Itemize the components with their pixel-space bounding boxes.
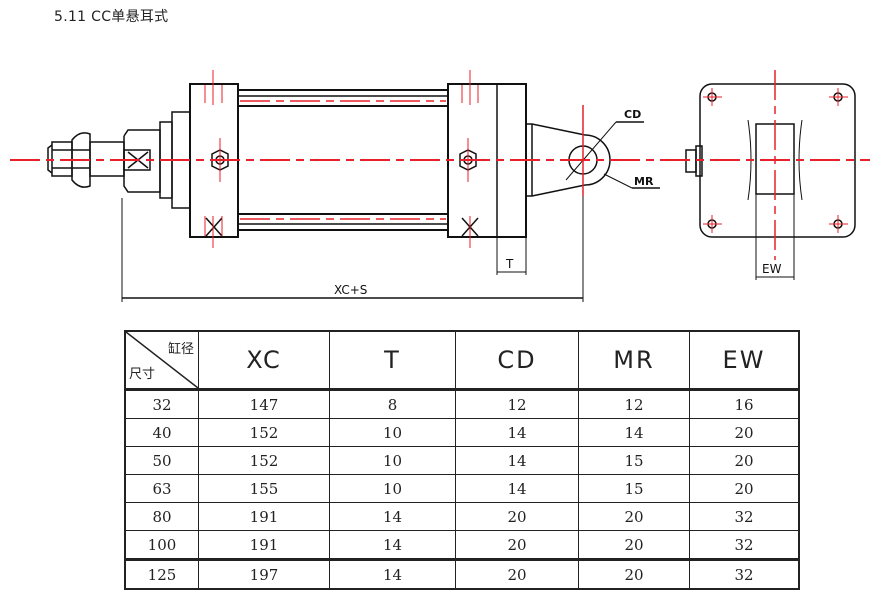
mr-label: MR — [634, 175, 654, 188]
cd-cell: 20 — [455, 530, 579, 560]
mr-cell: 20 — [578, 558, 690, 590]
xc-cell: 197 — [198, 558, 330, 590]
mr-cell: 15 — [578, 446, 690, 475]
ew-cell: 32 — [689, 502, 800, 531]
table-row: 100 191 14 20 20 32 — [124, 530, 800, 560]
cd-cell: 14 — [455, 446, 579, 475]
cd-cell: 14 — [455, 418, 579, 447]
corner-cell: 缸径 尺寸 — [124, 330, 199, 391]
t-cell: 14 — [329, 502, 456, 531]
ew-cell: 20 — [689, 446, 800, 475]
t-cell: 14 — [329, 530, 456, 560]
cd-cell: 20 — [455, 558, 579, 590]
table-row: 63 155 10 14 15 20 — [124, 474, 800, 503]
ew-cell: 16 — [689, 389, 800, 419]
bore-cell: 100 — [124, 530, 199, 560]
t-cell: 10 — [329, 418, 456, 447]
mr-cell: 15 — [578, 474, 690, 503]
table-header-row: 缸径 尺寸 XC T CD MR EW — [124, 330, 800, 391]
bore-cell: 50 — [124, 446, 199, 475]
ew-cell: 32 — [689, 558, 800, 590]
header-mr: MR — [578, 330, 690, 391]
corner-bore-label: 缸径 — [167, 342, 194, 357]
table-row: 50 152 10 14 15 20 — [124, 446, 800, 475]
xc-cell: 191 — [198, 530, 330, 560]
hex-nut — [71, 132, 91, 188]
xc-cell: 147 — [198, 389, 330, 419]
bore-cell: 63 — [124, 474, 199, 503]
table-row: 125 197 14 20 20 32 — [124, 558, 800, 590]
bore-cell: 125 — [124, 558, 199, 590]
corner-size-label: 尺寸 — [129, 367, 156, 382]
xc-cell: 152 — [198, 446, 330, 475]
dimension-table: 缸径 尺寸 XC T CD MR EW 32 147 8 12 12 16 40… — [124, 330, 800, 590]
cd-label: CD — [624, 108, 641, 121]
cd-cell: 20 — [455, 502, 579, 531]
xc-cell: 155 — [198, 474, 330, 503]
ew-label: EW — [762, 262, 782, 276]
xc-cell: 152 — [198, 418, 330, 447]
t-cell: 14 — [329, 558, 456, 590]
xc-cell: 191 — [198, 502, 330, 531]
t-cell: 10 — [329, 474, 456, 503]
xc-s-label: XC+S — [334, 283, 367, 297]
ew-cell: 20 — [689, 474, 800, 503]
table-row: 80 191 14 20 20 32 — [124, 502, 800, 531]
header-ew: EW — [689, 330, 800, 391]
mr-cell: 20 — [578, 502, 690, 531]
bore-cell: 40 — [124, 418, 199, 447]
t-label: T — [505, 257, 514, 271]
ew-cell: 20 — [689, 418, 800, 447]
tube — [238, 89, 448, 231]
cd-cell: 12 — [455, 389, 579, 419]
header-cd: CD — [455, 330, 579, 391]
mr-cell: 20 — [578, 530, 690, 560]
bore-cell: 80 — [124, 502, 199, 531]
table-row: 32 147 8 12 12 16 — [124, 389, 800, 419]
mr-cell: 14 — [578, 418, 690, 447]
page-title: 5.11 CC单悬耳式 — [54, 9, 169, 25]
t-cell: 10 — [329, 446, 456, 475]
bore-cell: 32 — [124, 389, 199, 419]
mr-cell: 12 — [578, 389, 690, 419]
table-row: 40 152 10 14 14 20 — [124, 418, 800, 447]
header-t: T — [329, 330, 456, 391]
t-cell: 8 — [329, 389, 456, 419]
cd-cell: 14 — [455, 474, 579, 503]
ew-cell: 32 — [689, 530, 800, 560]
centerlines — [10, 70, 870, 260]
cylinder-drawing: CD MR T XC+S EW — [10, 70, 870, 302]
header-xc: XC — [198, 330, 330, 391]
